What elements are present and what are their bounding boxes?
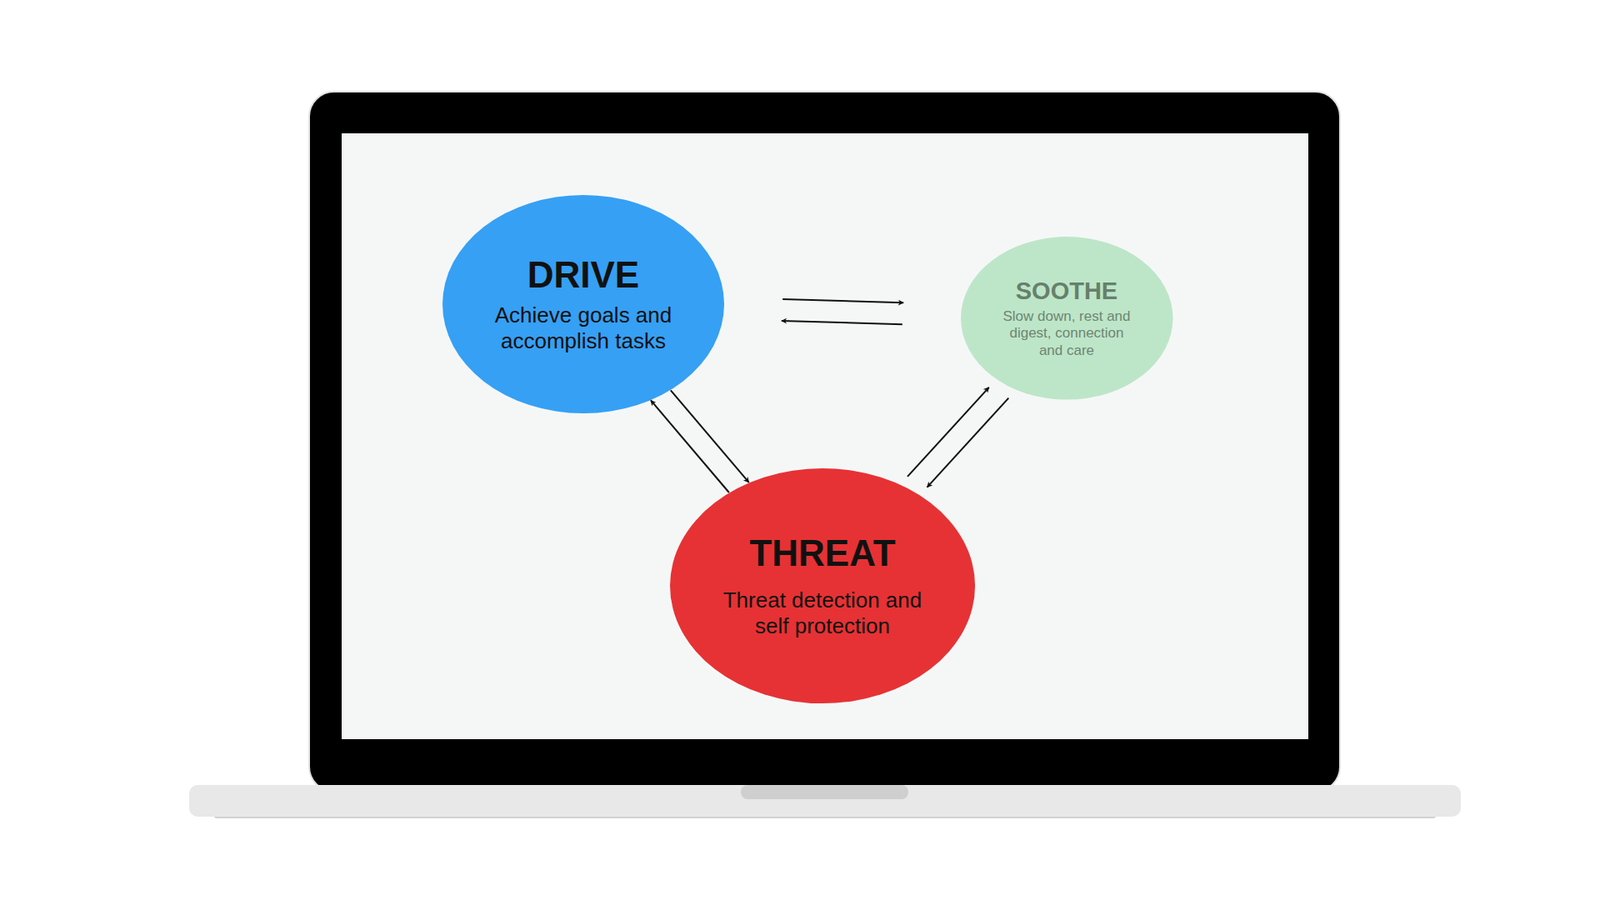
ellipse-fill (442, 195, 725, 414)
node-description: Achieve goals and accomplish tasks (483, 302, 684, 355)
drive-circle: DRIVE Achieve goals and accomplish tasks (442, 195, 725, 414)
arrow-connector (782, 299, 904, 303)
arrow-connector (927, 398, 1010, 488)
arrow-connector (781, 320, 903, 325)
node-content: THREAT Threat detection and self protecti… (707, 532, 937, 640)
node-content: SOOTHE Slow down, rest and digest, connec… (996, 277, 1137, 360)
ellipse-fill (960, 236, 1174, 400)
laptop-base (189, 785, 1461, 817)
laptop-notch (740, 785, 909, 800)
laptop-screen (341, 133, 1309, 740)
threat-circle: THREAT Threat detection and self protecti… (670, 468, 975, 704)
node-heading: DRIVE (527, 254, 640, 297)
node-heading: THREAT (749, 532, 895, 575)
ellipse-fill (670, 468, 975, 704)
node-heading: SOOTHE (1015, 277, 1118, 305)
node-description: Slow down, rest and digest, connection a… (996, 308, 1137, 360)
arrow-connector (650, 400, 730, 493)
soothe-circle: SOOTHE Slow down, rest and digest, connec… (960, 236, 1174, 400)
laptop-bezel (309, 91, 1340, 792)
node-description: Threat detection and self protection (707, 587, 937, 640)
node-content: DRIVE Achieve goals and accomplish tasks (483, 254, 684, 355)
ellipse-outline (670, 468, 975, 704)
